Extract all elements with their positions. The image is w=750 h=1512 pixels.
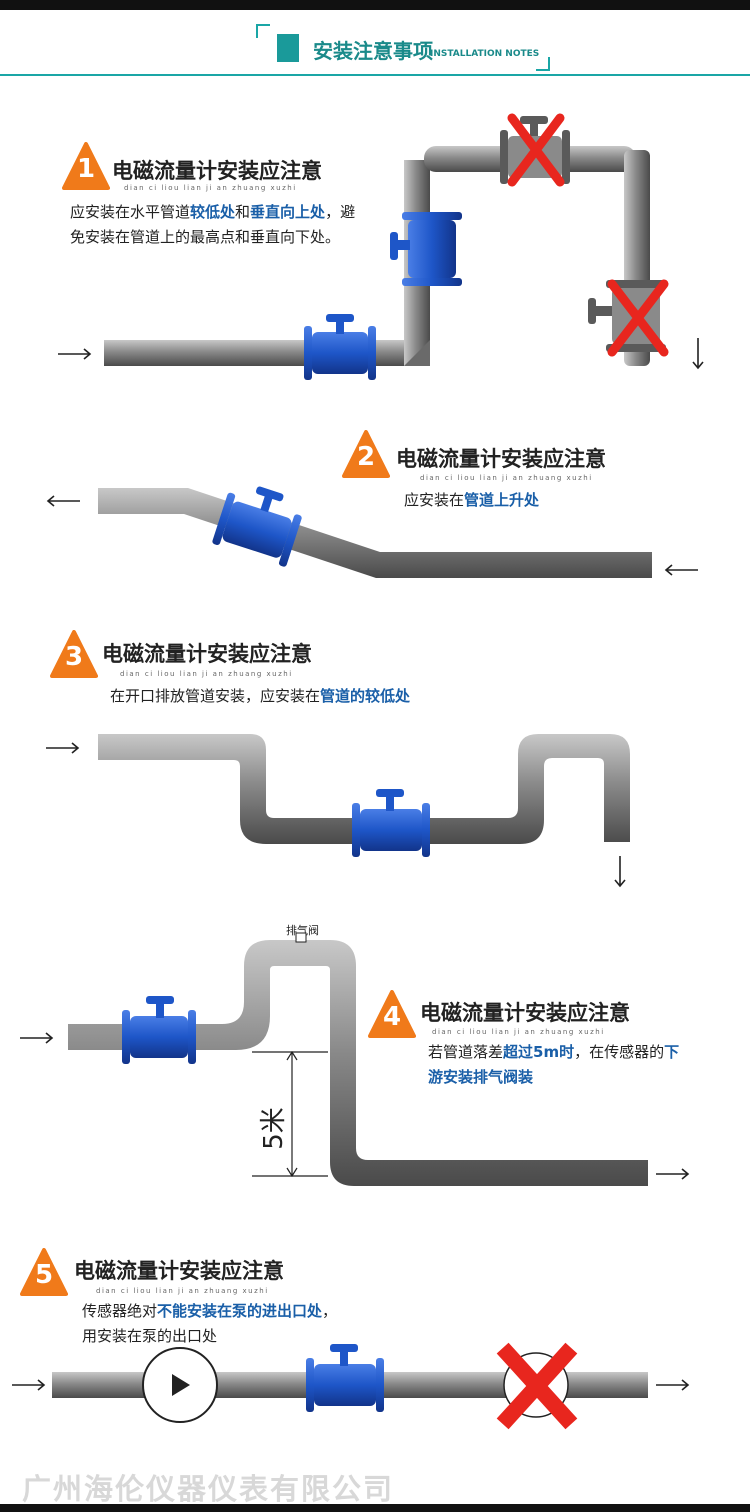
step-4-pinyin: dian ci liou lian ji an zhuang xuzhi [432, 1028, 605, 1036]
forbidden-cross-icon [496, 1342, 578, 1430]
step-3-diagram [46, 734, 630, 888]
step-4-desc-text: ，在传感器的 [574, 1043, 665, 1061]
header-title: 安装注意事项 [313, 39, 433, 63]
step-1-title: 电磁流量计安装应注意 [112, 159, 322, 183]
step-5-desc-text: 传感器绝对 [82, 1302, 158, 1320]
step-4-desc-text: 若管道落差 [428, 1043, 504, 1061]
step-5-number: 5 [34, 1260, 54, 1290]
step-1-desc-text: ，避免安装在管道上的最高点和垂直向下处。 [70, 203, 356, 246]
step-1-desc-highlight: 垂直向上处 [250, 203, 326, 221]
bottom-bar [0, 1504, 750, 1512]
step-2-badge: 2 [342, 430, 390, 478]
header-square-icon [277, 34, 299, 62]
meter-horizontal [304, 314, 376, 380]
step-2-diagram [46, 486, 698, 578]
step-2-title: 电磁流量计安装应注意 [396, 447, 606, 471]
step-3-pinyin: dian ci liou lian ji an zhuang xuzhi [120, 670, 293, 678]
step-2-description: 应安装在管道上升处 [404, 488, 704, 513]
step-2-number: 2 [356, 442, 376, 472]
step-5-diagram [12, 1342, 690, 1430]
step-1-number: 1 [76, 154, 96, 184]
top-bar [0, 0, 750, 10]
header-subtitle: INSTALLATION NOTES [430, 49, 540, 59]
exhaust-valve-label: 排气阀 [286, 924, 319, 937]
meter-outlet [306, 1344, 384, 1412]
step-2-pinyin: dian ci liou lian ji an zhuang xuzhi [420, 474, 593, 482]
step-1-description: 应安装在水平管道较低处和垂直向上处，避免安装在管道上的最高点和垂直向下处。 [70, 200, 360, 250]
height-label: 5米 [258, 1107, 289, 1150]
step-1-badge: 1 [62, 142, 110, 190]
step-4-diagram [20, 932, 690, 1186]
meter-low [352, 789, 430, 857]
step-1-pinyin: dian ci liou lian ji an zhuang xuzhi [124, 184, 297, 192]
step-4-title: 电磁流量计安装应注意 [420, 1001, 630, 1025]
step-3-description: 在开口排放管道安装，应安装在管道的较低处 [110, 684, 530, 709]
step-4-badge: 4 [368, 990, 416, 1038]
pump-icon [142, 1347, 218, 1423]
step-2-desc-highlight: 管道上升处 [464, 491, 540, 509]
step-3-desc-highlight: 管道的较低处 [320, 687, 411, 705]
step-3-number: 3 [64, 642, 84, 672]
step-4-number: 4 [382, 1002, 402, 1032]
step-5-pinyin: dian ci liou lian ji an zhuang xuzhi [96, 1287, 269, 1295]
step-1-desc-text: 和 [235, 203, 251, 221]
header-divider [0, 74, 750, 76]
step-5-title: 电磁流量计安装应注意 [74, 1259, 284, 1283]
meter-inclined [212, 486, 302, 567]
step-5-description: 传感器绝对不能安装在泵的进出口处，用安装在泵的出口处 [82, 1299, 352, 1349]
step-3-badge: 3 [50, 630, 98, 678]
header-corner-left [256, 24, 270, 38]
meter-vertical [390, 212, 462, 286]
header-corner-right [536, 57, 550, 71]
step-1-desc-text: 应安装在水平管道 [70, 203, 191, 221]
step-4-description: 若管道落差超过5m时，在传感器的下游安装排气阀装 [428, 1040, 688, 1090]
step-5-desc-highlight: 不能安装在泵的进出口处 [157, 1302, 323, 1320]
step-2-desc-text: 应安装在 [404, 491, 465, 509]
step-5-badge: 5 [20, 1248, 68, 1296]
step-4-desc-highlight: 下游安装排气阀装 [428, 1043, 680, 1086]
step-4-desc-highlight: 超过5m时 [503, 1043, 575, 1061]
step-1-diagram [58, 113, 704, 380]
step-3-title: 电磁流量计安装应注意 [102, 642, 312, 666]
step-3-desc-text: 在开口排放管道安装，应安装在 [110, 687, 321, 705]
company-watermark: 广州海伦仪器仪表有限公司 [22, 1472, 395, 1506]
step-1-desc-highlight: 较低处 [190, 203, 236, 221]
step-5-desc-text: ，用安装在泵的出口处 [82, 1302, 338, 1345]
meter-before-rise [122, 996, 196, 1064]
